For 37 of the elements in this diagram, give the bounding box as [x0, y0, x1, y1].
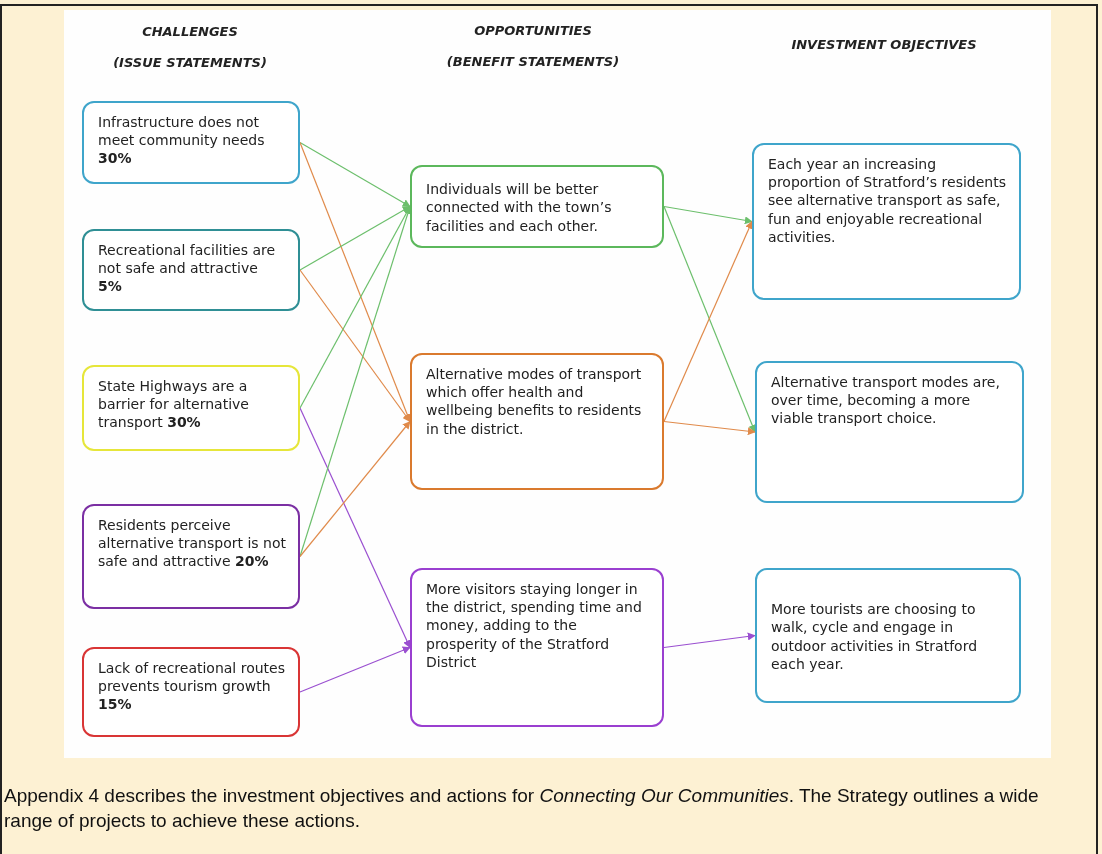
- statement-text: Recreational facilities are not safe and attractive 5%: [98, 241, 277, 296]
- column-heading: (ISSUE STATEMENTS): [113, 55, 267, 70]
- statement-box: [82, 647, 300, 737]
- statement-box: [410, 165, 664, 248]
- column-heading: (BENEFIT STATEMENTS): [446, 54, 620, 69]
- statement-box: [82, 504, 300, 609]
- arrow: [299, 141, 411, 208]
- statement-text: Lack of recreational routes prevents tourism growth 15%: [98, 659, 286, 714]
- statement-box: [82, 365, 300, 451]
- statement-text: Each year an increasing proportion of Stratford’s residents see alternative transport as safe, fun and enjoyable recreational activities.: [768, 155, 1007, 246]
- statement-text: Individuals will be better connected with the town’s facilities and each other.: [426, 180, 613, 235]
- arrow: [299, 646, 411, 693]
- arrow: [663, 420, 756, 436]
- statement-box: [410, 568, 664, 727]
- statement-box: [82, 229, 300, 311]
- arrow: [663, 205, 753, 225]
- arrow: [299, 420, 411, 558]
- statement-text: Alternative transport modes are, over time, becoming a more viable transport choice.: [771, 373, 1001, 428]
- arrow: [663, 632, 756, 649]
- column-heading: OPPORTUNITIES: [474, 23, 592, 38]
- statement-box: [82, 101, 300, 184]
- statement-text: Infrastructure does not meet community needs 30%: [98, 113, 266, 168]
- arrow: [299, 407, 411, 649]
- arrow: [299, 205, 411, 271]
- column-heading: INVESTMENT OBJECTIVES: [791, 37, 977, 52]
- statement-text: Residents perceive alternative transport is not safe and attractive 20%: [98, 516, 286, 571]
- statement-box: [755, 568, 1021, 703]
- statement-box: [410, 353, 664, 490]
- statement-text: State Highways are a barrier for alternative transport 30%: [98, 377, 250, 432]
- statement-box: [755, 361, 1024, 503]
- column-heading: CHALLENGES: [142, 24, 238, 39]
- arrow: [299, 269, 411, 423]
- statement-text: More visitors staying longer in the district, spending time and money, adding to the prosperity of the Stratford District: [426, 580, 643, 671]
- statement-box: [752, 143, 1021, 300]
- statement-text: Alternative modes of transport which offer health and wellbeing benefits to residents in the district.: [426, 365, 643, 438]
- caption: Appendix 4 describes the investment objectives and actions for Connecting Our Communities. The Strategy outlines a wide range of projects to achieve these actions.: [4, 784, 1040, 833]
- statement-text: More tourists are choosing to walk, cycle and engage in outdoor activities in Stratford each year.: [771, 600, 979, 673]
